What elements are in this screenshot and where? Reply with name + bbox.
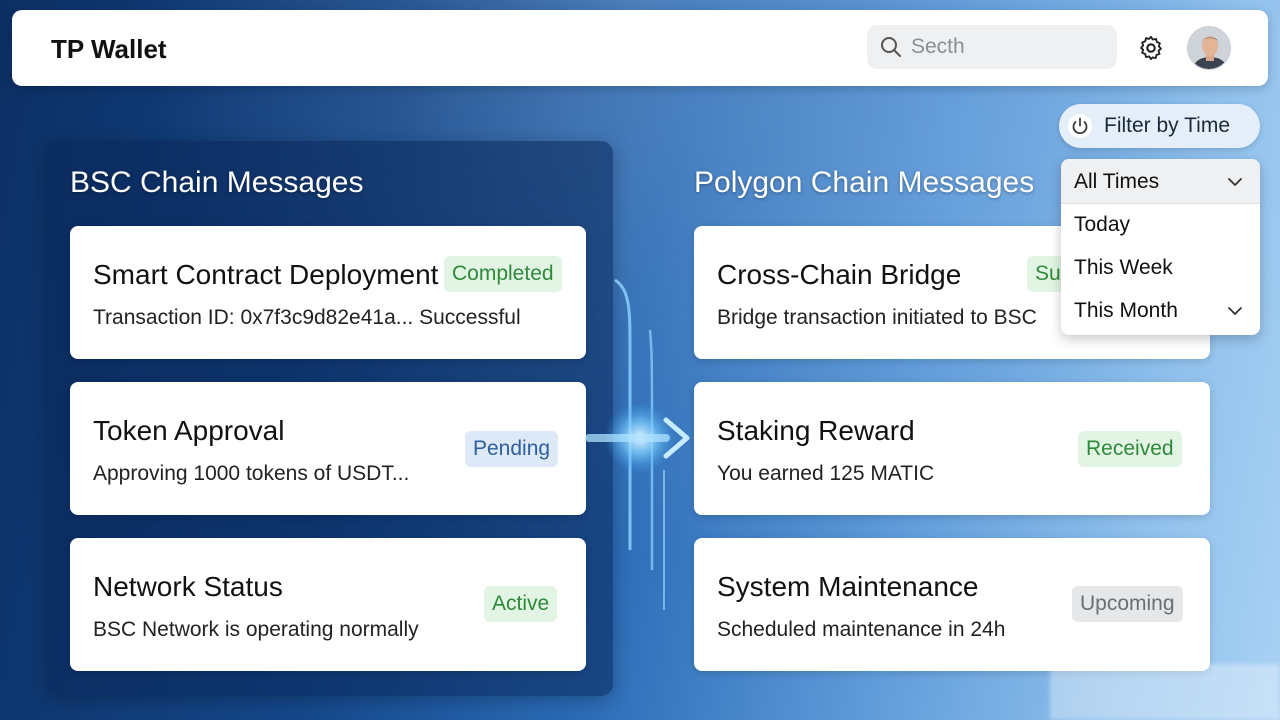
status-badge: Active	[484, 586, 558, 622]
card-title: Cross-Chain Bridge	[717, 259, 962, 290]
card-title: Network Status	[93, 571, 283, 602]
avatar[interactable]	[1187, 26, 1231, 70]
bsc-section-title: BSC Chain Messages	[70, 166, 364, 199]
bsc-card-3[interactable]: Network Status BSC Network is operating …	[70, 538, 586, 671]
search-input[interactable]	[911, 25, 1107, 69]
status-badge: Pending	[465, 431, 559, 467]
top-header: TP Wallet	[12, 10, 1268, 86]
filter-by-time-button[interactable]: Filter by Time	[1059, 104, 1260, 148]
filter-label: Filter by Time	[1104, 114, 1231, 137]
option-this-week[interactable]: This Week	[1074, 256, 1173, 279]
card-desc: Bridge transaction initiated to BSC	[717, 306, 1037, 329]
dropdown-selected[interactable]: All Times	[1061, 159, 1260, 204]
chain-connector-arrow	[585, 278, 690, 610]
status-badge: Received	[1078, 431, 1182, 467]
status-badge: Completed	[444, 256, 562, 292]
power-icon	[1068, 114, 1092, 138]
watermark-blur	[1050, 664, 1280, 720]
app-title: TP Wallet	[51, 34, 167, 64]
selected-option: All Times	[1074, 170, 1160, 193]
card-title: Token Approval	[93, 415, 285, 446]
polygon-card-3[interactable]: System Maintenance Scheduled maintenance…	[694, 538, 1210, 671]
card-desc: Scheduled maintenance in 24h	[717, 618, 1006, 641]
card-desc: BSC Network is operating normally	[93, 618, 419, 641]
chevron-down-icon	[1228, 178, 1242, 186]
gear-icon[interactable]	[1137, 34, 1165, 62]
bsc-card-1[interactable]: Smart Contract Deployment Transaction ID…	[70, 226, 586, 359]
time-filter-dropdown[interactable]: All Times Today This Week This Month	[1061, 159, 1260, 335]
polygon-section-title: Polygon Chain Messages	[694, 166, 1035, 199]
bsc-card-2[interactable]: Token Approval Approving 1000 tokens of …	[70, 382, 586, 515]
card-desc: Approving 1000 tokens of USDT...	[93, 462, 410, 485]
card-title: Smart Contract Deployment	[93, 259, 439, 290]
card-title: Staking Reward	[717, 415, 915, 446]
option-this-month[interactable]: This Month	[1074, 299, 1178, 322]
search-box[interactable]	[867, 25, 1117, 69]
status-badge: Upcoming	[1072, 586, 1183, 622]
polygon-card-2[interactable]: Staking Reward You earned 125 MATIC Rece…	[694, 382, 1210, 515]
card-desc: You earned 125 MATIC	[717, 462, 935, 485]
option-today[interactable]: Today	[1074, 213, 1131, 236]
card-title: System Maintenance	[717, 571, 979, 602]
card-desc: Transaction ID: 0x7f3c9d82e41a... Succes…	[93, 306, 521, 329]
avatar-image	[1188, 27, 1230, 69]
chevron-down-icon	[1228, 307, 1242, 315]
search-icon	[881, 37, 901, 57]
